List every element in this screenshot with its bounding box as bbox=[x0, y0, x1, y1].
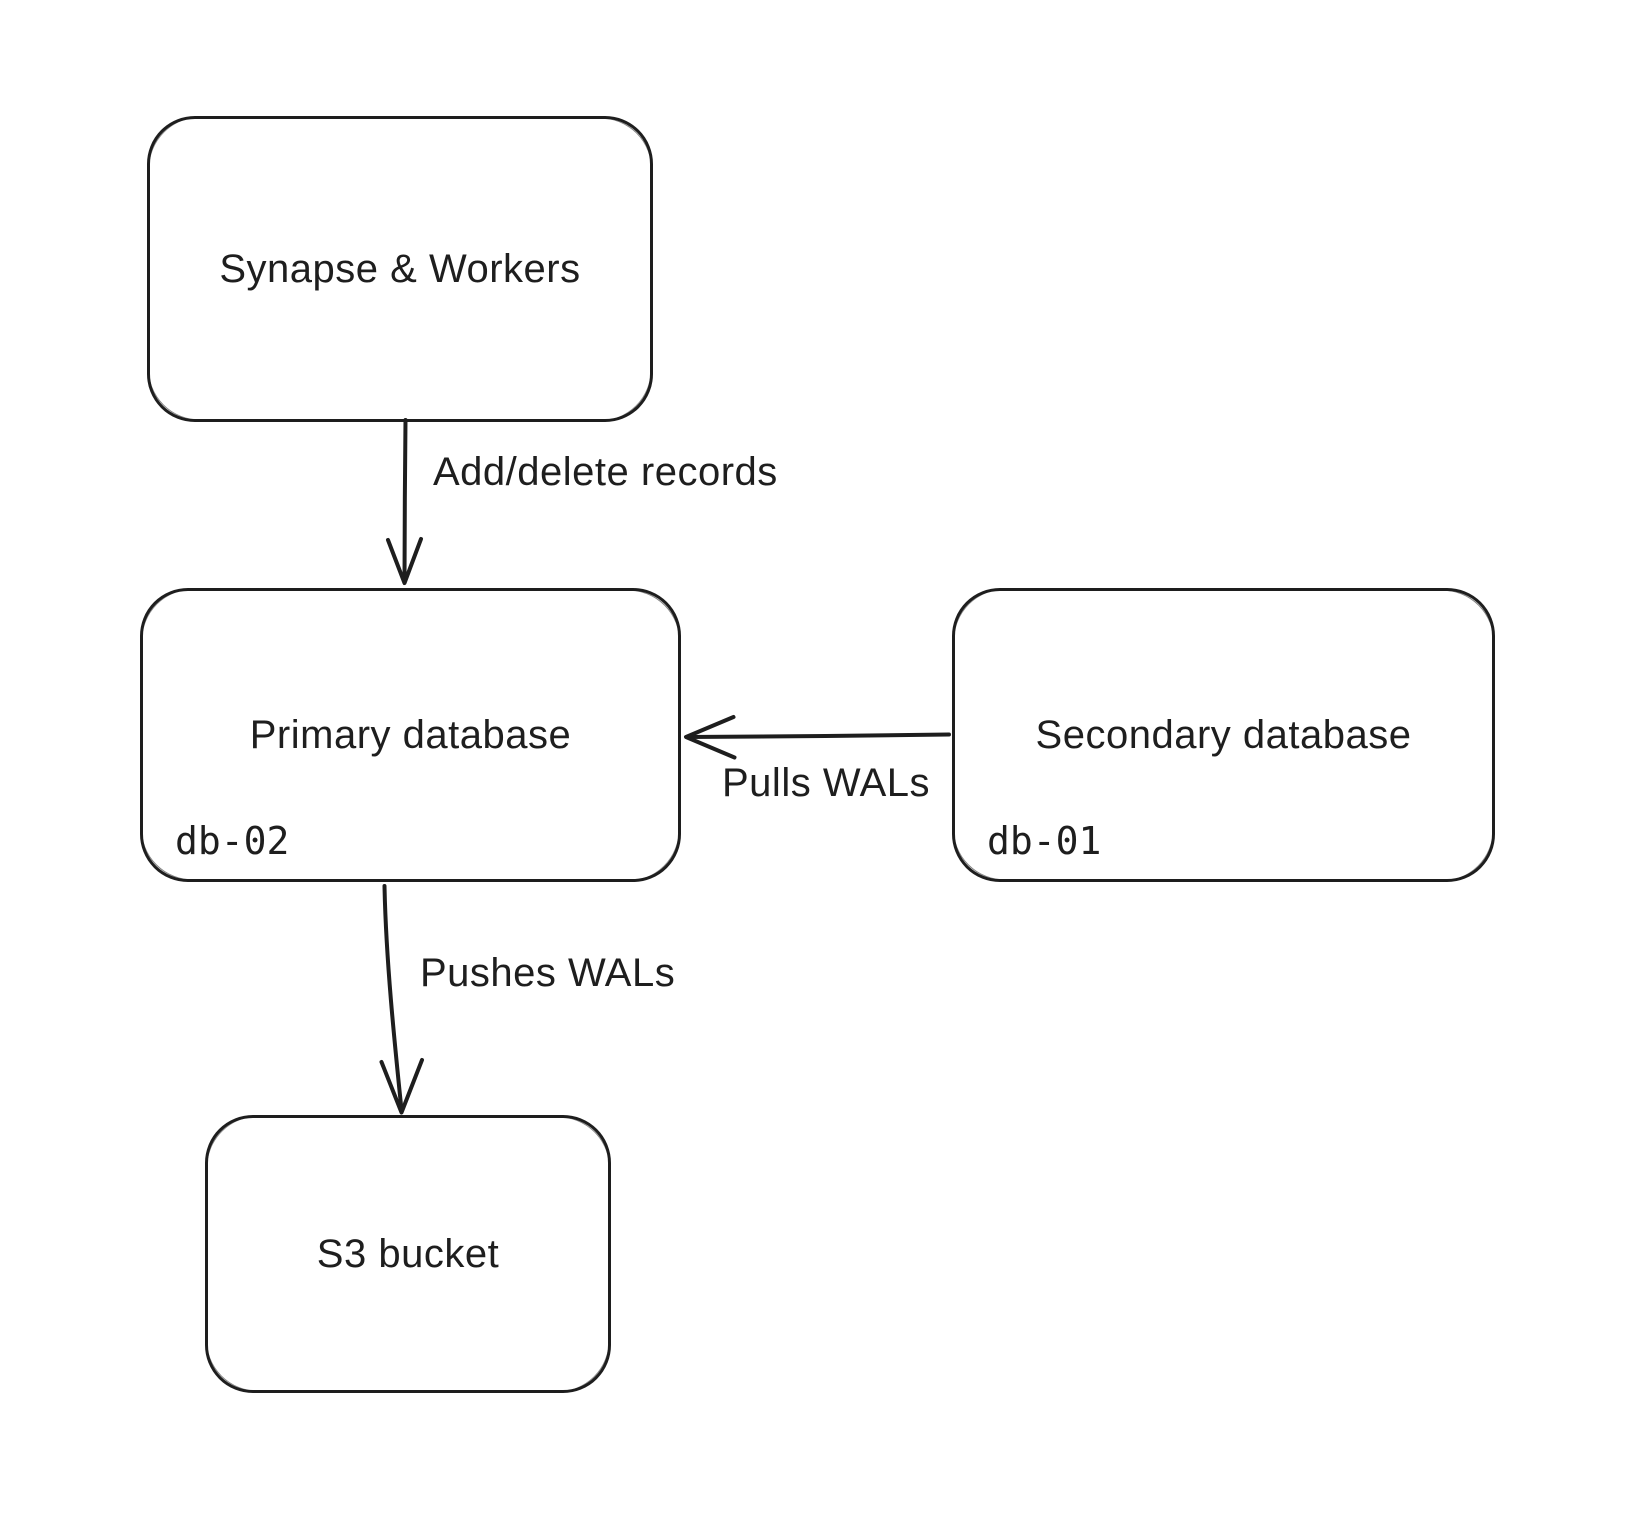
node-label-primary-database: Primary database bbox=[249, 712, 572, 757]
arrow-pushes-wals bbox=[379, 884, 424, 1115]
node-synapse-workers[interactable]: Synapse & Workers bbox=[147, 116, 653, 422]
node-id-badge-db-02: db-02 bbox=[175, 819, 290, 863]
node-secondary-database[interactable]: Secondary database db-01 bbox=[952, 588, 1495, 882]
edge-label-add-delete-records: Add/delete records bbox=[433, 450, 778, 494]
node-label-s3-bucket: S3 bucket bbox=[316, 1231, 500, 1276]
node-primary-database[interactable]: Primary database db-02 bbox=[140, 588, 681, 882]
edge-label-pushes-wals: Pushes WALs bbox=[420, 951, 676, 995]
arrow-add-delete-records bbox=[386, 418, 423, 585]
node-id-badge-db-01: db-01 bbox=[987, 819, 1102, 863]
node-s3-bucket[interactable]: S3 bucket bbox=[205, 1115, 611, 1393]
node-label-secondary-database: Secondary database bbox=[1035, 712, 1412, 757]
arrow-pulls-wals bbox=[684, 715, 951, 760]
node-label-synapse-workers: Synapse & Workers bbox=[219, 246, 581, 291]
edge-label-pulls-wals: Pulls WALs bbox=[722, 761, 931, 805]
